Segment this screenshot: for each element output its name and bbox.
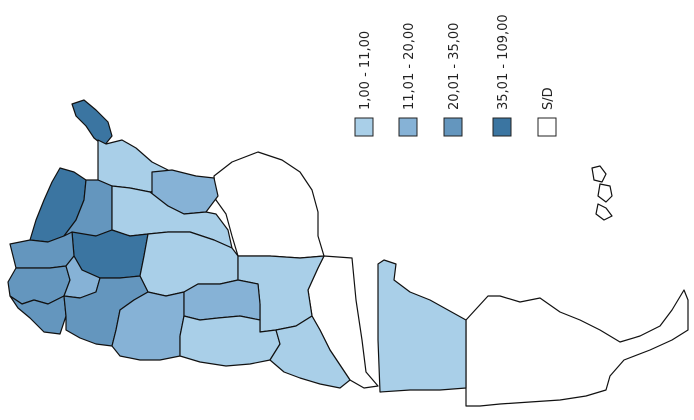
islands [591, 165, 613, 221]
region-east-nodata [465, 289, 689, 407]
legend-label: 1,00 - 11,00 [358, 31, 373, 110]
region-west-d [9, 295, 67, 335]
region-south-east [269, 315, 351, 389]
legend-swatch [537, 117, 557, 137]
region-north-tip [71, 99, 113, 147]
legend-swatch [492, 117, 512, 137]
island-3 [595, 203, 613, 221]
legend: 1,00 - 11,00 11,01 - 20,00 20,01 - 35,00… [354, 14, 557, 137]
island-2 [597, 183, 613, 203]
island-1 [591, 165, 607, 183]
legend-label: S/D [541, 87, 556, 110]
legend-label: 11,01 - 20,00 [402, 23, 417, 110]
legend-label: 35,01 - 109,00 [496, 14, 511, 110]
region-far-east [377, 259, 467, 393]
region-center-right [183, 279, 261, 321]
legend-swatch [398, 117, 418, 137]
legend-item: S/D [537, 87, 557, 137]
map-regions [7, 99, 689, 407]
region-north-nodata [213, 151, 325, 259]
legend-item: 11,01 - 20,00 [398, 23, 418, 137]
legend-item: 20,01 - 35,00 [443, 23, 463, 137]
legend-item: 1,00 - 11,00 [354, 31, 374, 137]
legend-label: 20,01 - 35,00 [447, 23, 462, 110]
legend-swatch [354, 117, 374, 137]
legend-swatch [443, 117, 463, 137]
legend-item: 35,01 - 109,00 [492, 14, 512, 137]
